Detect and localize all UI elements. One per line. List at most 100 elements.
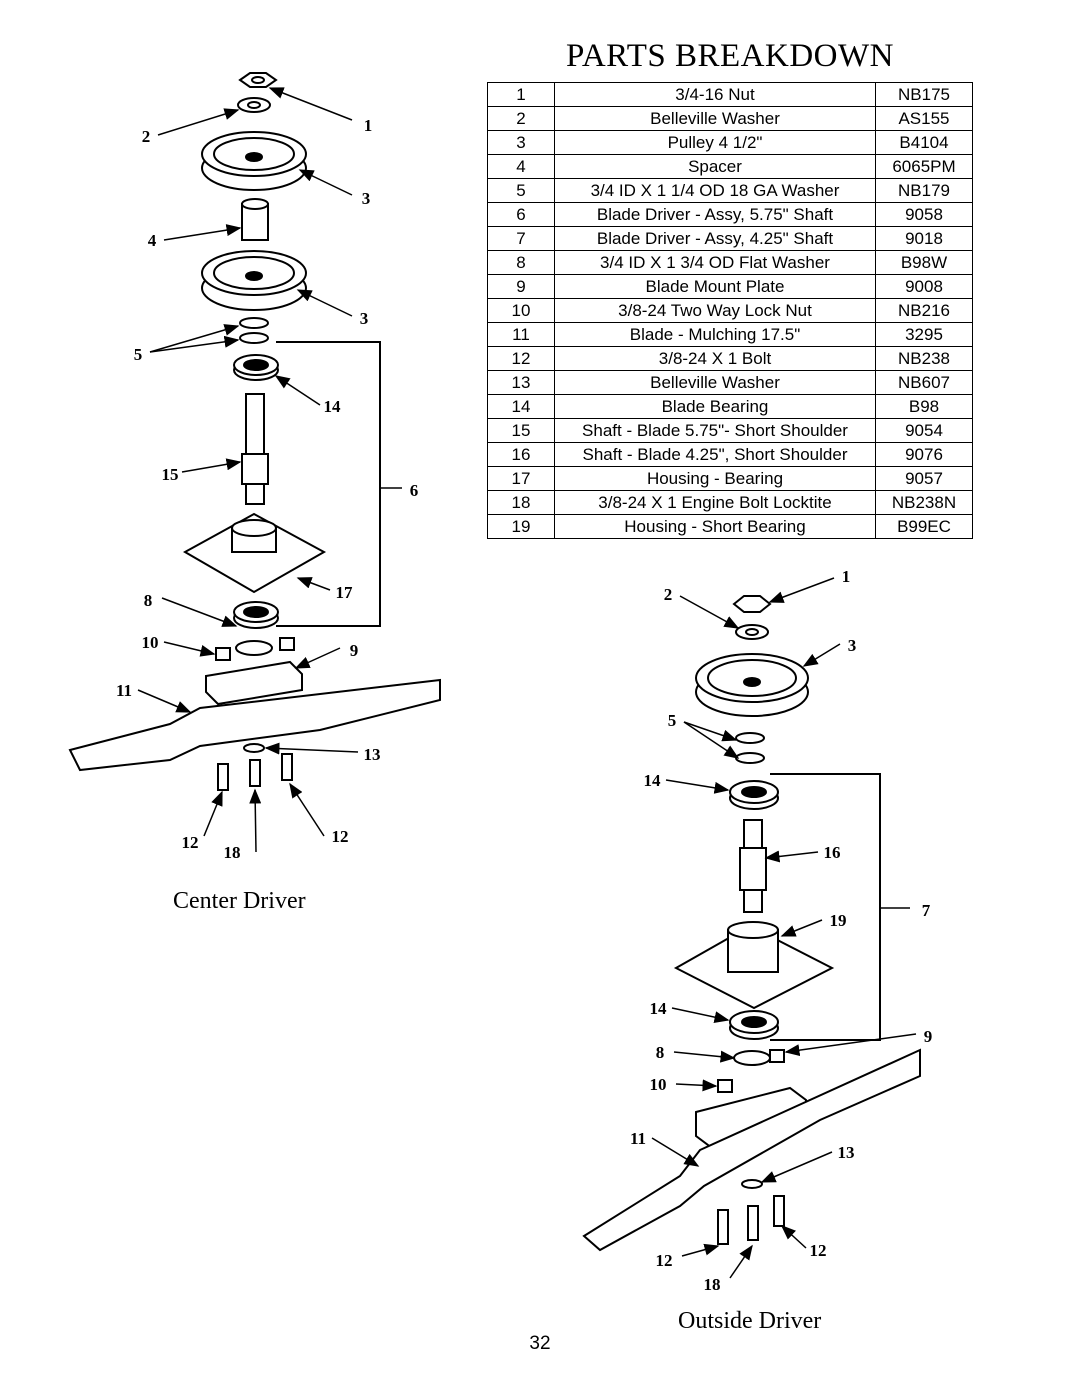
table-cell-desc: 3/8-24 Two Way Lock Nut xyxy=(554,298,876,323)
callout-label: 9 xyxy=(924,1027,933,1046)
table-cell-desc: Pulley 4 1/2" xyxy=(554,130,876,155)
callout-label: 3 xyxy=(360,309,369,328)
table-cell-part: B98W xyxy=(875,250,973,275)
callout-label: 5 xyxy=(134,345,143,364)
table-cell-part: NB179 xyxy=(875,178,973,203)
table-cell-desc: Belleville Washer xyxy=(554,370,876,395)
callout-label: 11 xyxy=(630,1129,646,1148)
table-cell-desc: Housing - Short Bearing xyxy=(554,514,876,539)
outside-driver-diagram xyxy=(582,595,921,1252)
callout-label: 3 xyxy=(362,189,371,208)
callout-label: 6 xyxy=(410,481,419,500)
callout-label: 1 xyxy=(842,567,851,586)
page-number: 32 xyxy=(529,1333,551,1354)
pulley-part xyxy=(201,250,307,311)
table-cell-num: 13 xyxy=(487,370,555,395)
table-cell-desc: Housing - Bearing xyxy=(554,466,876,491)
callout-label: 4 xyxy=(148,231,157,250)
table-cell-part: NB216 xyxy=(875,298,973,323)
callout-label: 14 xyxy=(644,771,662,790)
table-cell-part: 9076 xyxy=(875,442,973,467)
callout-label: 13 xyxy=(364,745,381,764)
table-cell-desc: Shaft - Blade 4.25", Short Shoulder xyxy=(554,442,876,467)
table-cell-num: 11 xyxy=(487,322,555,347)
callout-label: 9 xyxy=(350,641,359,660)
table-cell-part: B99EC xyxy=(875,514,973,539)
outside-driver-caption: Outside Driver xyxy=(678,1308,822,1334)
table-cell-part: 3295 xyxy=(875,322,973,347)
spacer-part xyxy=(241,198,269,241)
table-cell-part: 9018 xyxy=(875,226,973,251)
page-title: PARTS BREAKDOWN xyxy=(566,38,894,74)
table-cell-num: 8 xyxy=(487,250,555,275)
callout-label: 2 xyxy=(664,585,673,604)
table-cell-desc: Spacer xyxy=(554,154,876,179)
bearing-part xyxy=(233,354,279,381)
table-cell-num: 7 xyxy=(487,226,555,251)
table-cell-desc: Blade Bearing xyxy=(554,394,876,419)
table-cell-desc: Belleville Washer xyxy=(554,106,876,131)
pulley-part xyxy=(201,131,307,191)
callout-label: 18 xyxy=(704,1275,721,1294)
center-driver-caption: Center Driver xyxy=(173,888,306,914)
callout-label: 12 xyxy=(656,1251,673,1270)
table-cell-num: 19 xyxy=(487,514,555,539)
callout-label: 12 xyxy=(182,833,199,852)
table-cell-num: 6 xyxy=(487,202,555,227)
callout-label: 12 xyxy=(810,1241,827,1260)
table-cell-part: NB238 xyxy=(875,346,973,371)
callout-label: 10 xyxy=(142,633,159,652)
callout-label: 14 xyxy=(324,397,342,416)
table-cell-num: 3 xyxy=(487,130,555,155)
table-cell-num: 1 xyxy=(487,82,555,107)
callout-label: 10 xyxy=(650,1075,667,1094)
callout-label: 11 xyxy=(116,681,132,700)
table-cell-desc: 3/4 ID X 1 1/4 OD 18 GA Washer xyxy=(554,178,876,203)
table-cell-part: B98 xyxy=(875,394,973,419)
callout-label: 14 xyxy=(650,999,668,1018)
callout-label: 5 xyxy=(668,711,677,730)
shaft-part xyxy=(241,393,269,505)
callout-label: 18 xyxy=(224,843,241,862)
callout-label: 17 xyxy=(336,583,354,602)
table-cell-num: 15 xyxy=(487,418,555,443)
nut-part xyxy=(238,72,278,88)
callout-label: 7 xyxy=(922,901,931,920)
callout-label: 19 xyxy=(830,911,847,930)
table-cell-part: NB238N xyxy=(875,490,973,515)
center-driver-diagram xyxy=(68,72,441,791)
callout-label: 16 xyxy=(824,843,841,862)
table-cell-part: 9057 xyxy=(875,466,973,491)
callout-label: 8 xyxy=(144,591,153,610)
callout-label: 12 xyxy=(332,827,349,846)
callout-label: 1 xyxy=(364,116,373,135)
callout-label: 15 xyxy=(162,465,179,484)
callout-label: 2 xyxy=(142,127,151,146)
table-cell-part: AS155 xyxy=(875,106,973,131)
housing-part xyxy=(182,512,327,594)
table-cell-num: 16 xyxy=(487,442,555,467)
callout-label: 3 xyxy=(848,636,857,655)
table-cell-desc: 3/8-24 X 1 Engine Bolt Locktite xyxy=(554,490,876,515)
callout-label: 13 xyxy=(838,1143,855,1162)
table-cell-desc: 3/4 ID X 1 3/4 OD Flat Washer xyxy=(554,250,876,275)
callout-label: 8 xyxy=(656,1043,665,1062)
table-cell-part: 6065PM xyxy=(875,154,973,179)
table-cell-part: NB175 xyxy=(875,82,973,107)
